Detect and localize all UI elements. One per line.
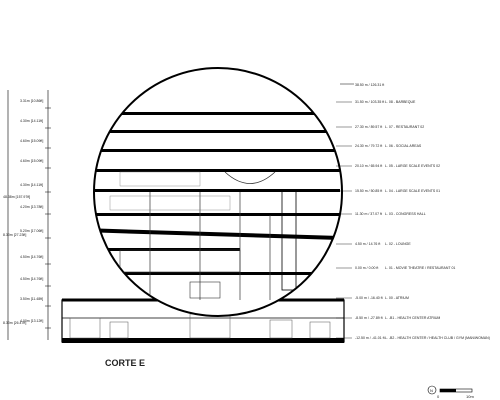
outer-dimension-labels: 48.38m [157.97ft] 8.30m [27.23ft] 8.30m [2… <box>3 195 30 325</box>
level-name: L. 02 - LOUNGE <box>385 242 411 246</box>
dimension-label: 4.50m [14.76ft] <box>20 277 43 281</box>
level-name: L. 03 - CONGRESS HALL <box>385 212 426 216</box>
level-elevation: 31.50 m / 103.35 ft <box>355 100 384 104</box>
level-name: L. 06 - SOCIAL AREAS <box>385 144 422 148</box>
dimension-label: 3.31m [10.86ft] <box>20 99 43 103</box>
level-name: L. 04 - LARGE SCALE EVENTS 01 <box>385 189 440 193</box>
dimension-label: 4.30m [14.11ft] <box>20 119 43 123</box>
level-elevation: 15.50 m / 50.85 ft <box>355 189 382 193</box>
level-name: L. 00 - ATRIUM <box>385 296 409 300</box>
outer-dimension-label: 8.30m [27.23ft] <box>3 233 26 237</box>
dimension-label: 4.60m [15.09ft] <box>20 139 43 143</box>
level-elevation: 20.10 m / 65.94 ft <box>355 164 382 168</box>
north-mark: N <box>430 388 433 393</box>
dimension-label: 4.00m [13.12ft] <box>20 319 43 323</box>
outer-dimension-label: 48.38m [157.97ft] <box>3 195 30 199</box>
level-name: L. -B2 - HEALTH CENTER / HEALTH CLUB / G… <box>385 336 490 340</box>
sphere <box>93 67 343 317</box>
level-name: L. -B1 - HEALTH CENTER ATRIUM <box>385 316 440 320</box>
level-elevation: -12.50 m / -41.01 ft <box>355 336 385 340</box>
top-level-label: 38.50 m / 126.31 ft <box>355 83 384 87</box>
dimension-label: 5.20m [17.06ft] <box>20 229 43 233</box>
dimension-label: 3.50m [11.48ft] <box>20 297 43 301</box>
level-name: L. 07 - RESTAURANT 02 <box>385 125 424 129</box>
level-name: L. 01 - MOVIE THEATRE / RESTAURANT 01 <box>385 266 455 270</box>
dimension-label: 4.60m [15.09ft] <box>20 159 43 163</box>
level-elevation: -8.50 m / -27.89 ft <box>355 316 383 320</box>
north-arrow-icon <box>427 385 437 395</box>
dimension-label: 4.50m [14.76ft] <box>20 255 43 259</box>
level-elevation: 11.30 m / 37.07 ft <box>355 212 382 216</box>
dimension-label: 4.30m [14.11ft] <box>20 183 43 187</box>
level-elevation: 0.00 m / 0.00 ft <box>355 266 378 270</box>
dimension-chain <box>7 90 49 340</box>
level-elevation: 4.50 m / 14.76 ft <box>355 242 380 246</box>
scale-start: 0 <box>437 394 440 399</box>
scale-end: 10m <box>466 394 474 399</box>
level-name: L. 08 - BARBEQUE <box>385 100 416 104</box>
level-elevation: 27.30 m / 89.57 ft <box>355 125 382 129</box>
outer-dimension-label: 8.30m [26.47ft] <box>3 321 26 325</box>
level-elevation: 24.30 m / 79.72 ft <box>355 144 382 148</box>
level-name: L. 05 - LARGE SCALE EVENTS 02 <box>385 164 440 168</box>
dimension-labels: 3.31m [10.86ft] 4.30m [14.11ft] 4.60m [15.… <box>20 99 51 329</box>
drawing-title: CORTE E <box>105 358 145 368</box>
level-elevation: -5.00 m / -16.40 ft <box>355 296 383 300</box>
scale-bar <box>439 388 473 393</box>
dimension-label: 4.20m [13.78ft] <box>20 205 43 209</box>
